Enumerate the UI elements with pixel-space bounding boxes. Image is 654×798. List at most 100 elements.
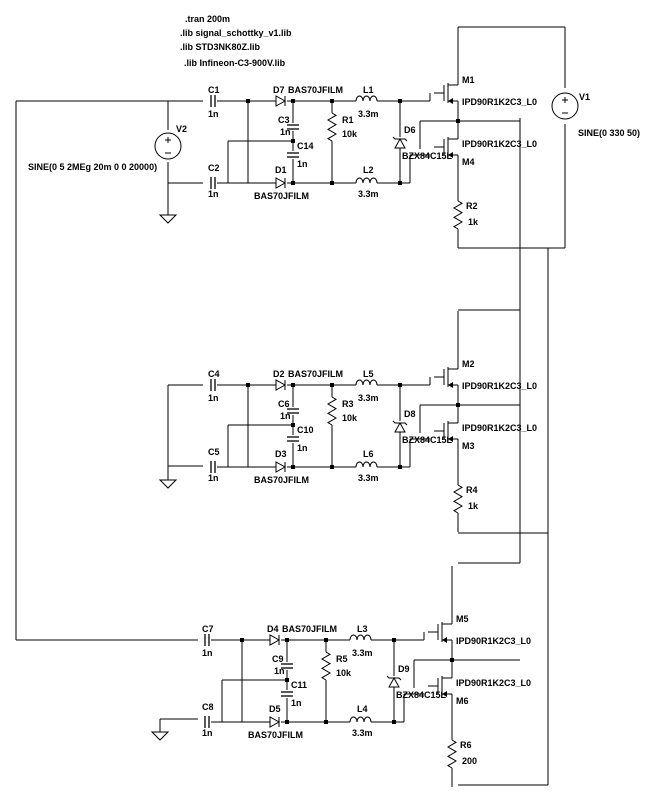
body-arrow bbox=[448, 152, 453, 158]
mosfet-m5[interactable] bbox=[428, 616, 453, 648]
mosfet-top-value: IPD90R1K2C3_L0 bbox=[462, 97, 537, 107]
resistor-r2[interactable] bbox=[453, 200, 463, 230]
cap-top-value: 1n bbox=[208, 109, 219, 119]
cap-c1[interactable] bbox=[210, 95, 216, 107]
zener-bar bbox=[392, 136, 408, 142]
cap-c4[interactable] bbox=[210, 379, 216, 391]
diode-d5[interactable] bbox=[269, 716, 281, 728]
mosfet-bot-name: M4 bbox=[462, 157, 475, 167]
junction-dot bbox=[285, 638, 289, 642]
zener-d9[interactable] bbox=[386, 675, 402, 688]
cap-c2[interactable] bbox=[210, 177, 216, 189]
diode-d2[interactable] bbox=[275, 379, 287, 391]
diode-top-value: BAS70JFILM bbox=[288, 369, 343, 379]
resistor-r6[interactable] bbox=[447, 739, 457, 769]
cap-c11[interactable] bbox=[281, 691, 293, 697]
mosfet-top-name: M1 bbox=[462, 75, 475, 85]
res-mid-value: 10k bbox=[342, 413, 358, 423]
junction-dot bbox=[246, 99, 250, 103]
ind-top-name: L1 bbox=[363, 85, 374, 95]
mosfet-m6[interactable] bbox=[428, 670, 453, 702]
cap-c8[interactable] bbox=[204, 716, 210, 728]
diode-body bbox=[269, 716, 281, 728]
mosfet-top-value: IPD90R1K2C3_L0 bbox=[462, 381, 537, 391]
cap-mid2-value: 1n bbox=[297, 159, 308, 169]
cap-top-value: 1n bbox=[208, 393, 219, 403]
cap-bot-name: C2 bbox=[208, 163, 220, 173]
resistor-zigzag bbox=[453, 484, 463, 514]
mosfet-top-name: M2 bbox=[462, 359, 475, 369]
inductor-coil bbox=[349, 634, 372, 641]
junction-dot bbox=[398, 181, 402, 185]
cap-top-name: C7 bbox=[202, 624, 214, 634]
mosfet-bot-name: M6 bbox=[456, 696, 469, 706]
inductor-l6[interactable] bbox=[355, 461, 378, 468]
diode-d7[interactable] bbox=[275, 95, 287, 107]
mosfet-m3[interactable] bbox=[434, 415, 459, 447]
cap-bot-name: C8 bbox=[202, 702, 214, 712]
mosfet-m1[interactable] bbox=[434, 77, 459, 109]
mosfet-m2[interactable] bbox=[434, 361, 459, 393]
cap-c3[interactable] bbox=[287, 124, 299, 130]
body-arrow bbox=[448, 98, 453, 104]
ind-bot-name: L4 bbox=[357, 704, 368, 714]
diode-d3[interactable] bbox=[275, 461, 287, 473]
resistor-zigzag bbox=[327, 112, 337, 142]
res-mid-name: R1 bbox=[342, 115, 354, 125]
inductor-l3[interactable] bbox=[349, 634, 372, 641]
junction-dot bbox=[398, 465, 402, 469]
diode-d4[interactable] bbox=[269, 634, 281, 646]
diode-top-value: BAS70JFILM bbox=[282, 624, 337, 634]
cap-mid1-value: 1n bbox=[280, 411, 291, 421]
cap-c5[interactable] bbox=[210, 461, 216, 473]
inductor-l2[interactable] bbox=[355, 177, 378, 184]
resistor-r3[interactable] bbox=[327, 396, 337, 426]
cap-top-name: C1 bbox=[208, 85, 220, 95]
diode-bot-name: D5 bbox=[269, 704, 281, 714]
cap-top-value: 1n bbox=[202, 648, 213, 658]
inductor-l1[interactable] bbox=[355, 95, 378, 102]
resistor-r5[interactable] bbox=[321, 651, 331, 681]
cap-c10[interactable] bbox=[287, 436, 299, 442]
source-v2[interactable]: V2 SINE(0 5 2MEg 20m 0 0 20000) bbox=[28, 124, 187, 172]
junction-dot bbox=[291, 99, 295, 103]
zener-d8[interactable] bbox=[392, 420, 408, 433]
cap-mid1-value: 1n bbox=[280, 127, 291, 137]
cap-mid2-value: 1n bbox=[297, 443, 308, 453]
ground-symbol bbox=[150, 731, 170, 741]
inductor-coil bbox=[355, 461, 378, 468]
res-out-value: 1k bbox=[468, 217, 479, 227]
ind-top-name: L5 bbox=[363, 369, 374, 379]
ind-top-value: 3.3m bbox=[352, 648, 373, 658]
ground-symbol bbox=[158, 479, 178, 489]
cap-c9[interactable] bbox=[281, 663, 293, 669]
mosfet-bot-name: M3 bbox=[462, 441, 475, 451]
diode-bot-name: D1 bbox=[275, 165, 287, 175]
diode-top-value: BAS70JFILM bbox=[288, 85, 343, 95]
zener-body bbox=[394, 137, 406, 149]
cap-c14[interactable] bbox=[287, 152, 299, 158]
zener-body bbox=[394, 421, 406, 433]
resistor-zigzag bbox=[447, 739, 457, 769]
diode-body bbox=[275, 379, 287, 391]
inductor-l4[interactable] bbox=[349, 716, 372, 723]
zener-value: BZX84C15L bbox=[396, 690, 447, 700]
cap-c7[interactable] bbox=[204, 634, 210, 646]
zener-d6[interactable] bbox=[392, 136, 408, 149]
source-v1[interactable]: V1 SINE(0 330 50) bbox=[551, 92, 640, 138]
diode-d1[interactable] bbox=[275, 177, 287, 189]
mosfet-m4[interactable] bbox=[434, 131, 459, 163]
cap-mid2-name: C14 bbox=[297, 141, 314, 151]
resistor-r1[interactable] bbox=[327, 112, 337, 142]
zener-bar bbox=[386, 675, 402, 681]
diode-bot-value: BAS70JFILM bbox=[254, 191, 309, 201]
junction-dot bbox=[324, 638, 328, 642]
body-arrow bbox=[448, 382, 453, 388]
zener-value: BZX84C15L bbox=[402, 151, 453, 161]
cap-c6[interactable] bbox=[287, 408, 299, 414]
inductor-l5[interactable] bbox=[355, 379, 378, 386]
resistor-r4[interactable] bbox=[453, 484, 463, 514]
mosfet-bot-value: IPD90R1K2C3_L0 bbox=[456, 678, 531, 688]
